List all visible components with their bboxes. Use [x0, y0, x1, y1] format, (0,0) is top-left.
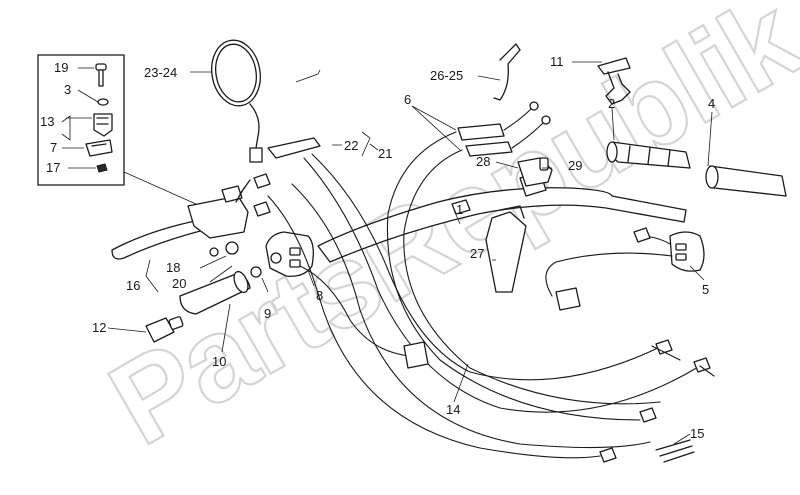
clamp-28-29 — [517, 157, 553, 187]
nut-17 — [96, 163, 108, 173]
callout-26-25: 26-25 — [430, 68, 463, 83]
leader-lines — [61, 61, 713, 445]
washer-3 — [97, 98, 109, 106]
callout-labels: 1 2 3 4 5 6 7 8 9 10 11 12 13 14 15 16 1… — [40, 54, 715, 441]
callout-12: 12 — [92, 320, 106, 335]
callout-17: 17 — [46, 160, 60, 175]
callout-18: 18 — [166, 260, 180, 275]
clamp-13 — [93, 113, 113, 137]
callout-22: 22 — [344, 138, 358, 153]
bar-end-12 — [145, 316, 184, 343]
inset-frame — [37, 54, 125, 186]
inset-box — [37, 54, 125, 186]
callout-16: 16 — [126, 278, 140, 293]
callout-4: 4 — [708, 96, 715, 111]
bracket-11 — [597, 57, 631, 105]
mirror-23-24 — [211, 39, 263, 163]
cables — [267, 131, 715, 463]
callout-3: 3 — [64, 82, 71, 97]
callout-10: 10 — [212, 354, 226, 369]
clamp-7 — [85, 139, 113, 157]
callout-11: 11 — [550, 54, 564, 69]
brake-lever-assembly-16 — [111, 179, 251, 260]
callout-21: 21 — [378, 146, 392, 161]
cable-heads-6 — [457, 101, 551, 157]
cable-bracket-22 — [253, 137, 321, 217]
callout-2: 2 — [608, 96, 615, 111]
hook-26-25 — [493, 43, 521, 101]
grip-sleeve-4 — [705, 165, 787, 197]
throttle-grip-2 — [606, 141, 691, 169]
callout-23-24: 23-24 — [144, 65, 177, 80]
callout-7: 7 — [50, 140, 57, 155]
callout-19: 19 — [54, 60, 68, 75]
callout-9: 9 — [264, 306, 271, 321]
left-grip-10 — [179, 270, 251, 315]
callout-15: 15 — [690, 426, 704, 441]
callout-27: 27 — [470, 246, 484, 261]
callout-1: 1 — [456, 202, 463, 217]
callout-8: 8 — [316, 288, 323, 303]
callout-28: 28 — [476, 154, 490, 169]
riser-27 — [485, 205, 527, 293]
callout-14: 14 — [446, 402, 460, 417]
callout-13: 13 — [40, 114, 54, 129]
ring-9 — [250, 266, 262, 278]
right-switch-5 — [545, 227, 705, 311]
callout-5: 5 — [702, 282, 709, 297]
callout-6: 6 — [404, 92, 411, 107]
screw-19 — [95, 63, 107, 87]
callout-29: 29 — [568, 158, 582, 173]
callout-20: 20 — [172, 276, 186, 291]
left-switch-housing-8 — [250, 231, 314, 278]
